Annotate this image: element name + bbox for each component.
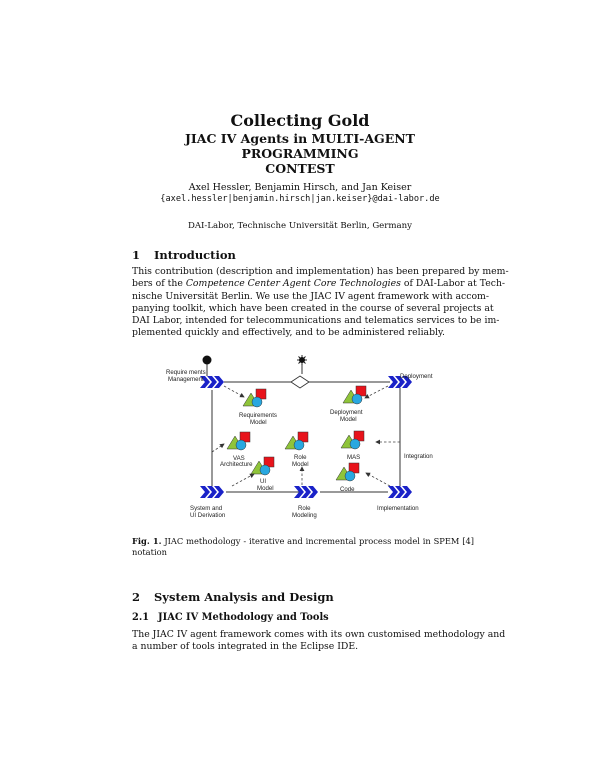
section-title: System Analysis and Design: [154, 590, 334, 604]
svg-text:UI Derivation: UI Derivation: [190, 512, 225, 519]
svg-text:Role: Role: [298, 505, 311, 512]
affiliation: DAI-Labor, Technische Universität Berlin…: [187, 221, 413, 231]
figure-caption: Fig. 1. JIAC methodology - iterative and…: [132, 536, 474, 557]
section-heading-introduction: 1 Introduction: [132, 248, 236, 262]
svg-text:Requirements: Requirements: [239, 412, 277, 419]
caption-line: notation: [132, 546, 167, 557]
decision-diamond: [290, 375, 310, 389]
svg-text:Modeling: Modeling: [292, 512, 317, 519]
end-node: [297, 355, 307, 365]
svg-text:UI: UI: [260, 478, 266, 485]
subtitle-line-2: CONTEST: [265, 161, 335, 176]
svg-text:Model: Model: [340, 416, 357, 423]
svg-text:Architecture: Architecture: [220, 461, 253, 468]
svg-text:Role: Role: [294, 454, 307, 461]
paper-subtitle: JIAC IV Agents in MULTI-AGENT PROGRAMMIN…: [150, 131, 450, 176]
figure-label: Fig. 1.: [132, 536, 162, 546]
emphasis-text: Competence Center Agent Core Technologie…: [185, 278, 401, 290]
subtitle-line-1: JIAC IV Agents in MULTI-AGENT PROGRAMMIN…: [185, 131, 415, 161]
requirements-management-chevron: [200, 376, 224, 388]
subsection-heading-methodology: 2.1 JIAC IV Methodology and Tools: [132, 612, 329, 623]
start-node: [202, 355, 212, 365]
caption-line: Fig. 1. JIAC methodology - iterative and…: [132, 536, 474, 546]
text-line: The JIAC IV agent framework comes with i…: [132, 629, 506, 640]
text-line: DAI Labor, intended for telecommunicatio…: [132, 315, 500, 327]
role-model-artifact: [284, 431, 309, 451]
svg-text:VAS: VAS: [233, 455, 245, 462]
section-number: 1: [132, 248, 141, 262]
svg-text:Integration: Integration: [404, 453, 433, 460]
section-heading-system-analysis: 2 System Analysis and Design: [132, 590, 334, 604]
svg-text:Deployment: Deployment: [400, 373, 433, 380]
deployment-model-artifact: [342, 385, 367, 405]
svg-text:Model: Model: [250, 419, 267, 426]
section-title: Introduction: [154, 248, 236, 262]
author-emails: {axel.hessler|benjamin.hirsch|jan.keiser…: [160, 194, 440, 204]
requirements-model-artifact: [242, 388, 267, 408]
implementation-chevron: [388, 486, 412, 498]
mas-artifact: [340, 430, 365, 450]
vas-architecture-artifact: [226, 431, 251, 451]
text-line: plemented quickly and effectively, and t…: [132, 327, 445, 339]
ui-model-artifact: [250, 456, 275, 476]
system-ui-derivation-chevron: [200, 486, 224, 498]
svg-text:MAS: MAS: [347, 454, 360, 461]
svg-text:Code: Code: [340, 486, 355, 493]
svg-text:Management: Management: [168, 376, 204, 383]
subsection-number: 2.1: [132, 612, 150, 623]
text-line: panying toolkit, which have been created…: [132, 302, 494, 314]
subsection-title: JIAC IV Methodology and Tools: [158, 612, 329, 623]
svg-text:Model: Model: [292, 461, 309, 468]
svg-text:Implementation: Implementation: [377, 505, 419, 512]
svg-text:Deployment: Deployment: [330, 409, 363, 416]
svg-text:Require ments: Require ments: [166, 369, 206, 376]
svg-text:Model: Model: [257, 485, 274, 492]
section-number: 2: [132, 590, 141, 604]
svg-text:System and: System and: [190, 505, 222, 512]
author-list: Axel Hessler, Benjamin Hirsch, and Jan K…: [188, 182, 412, 193]
text-line: nische Universität Berlin. We use the JI…: [132, 290, 490, 302]
code-artifact: [335, 462, 360, 482]
paper-title: Collecting Gold: [230, 111, 370, 130]
methodology-diagram: Require ments Management Deployment Inte…: [160, 352, 460, 530]
text-line: a number of tools integrated in the Ecli…: [132, 641, 359, 653]
text-line: This contribution (description and imple…: [132, 266, 509, 277]
text-line: bers of the Competence Center Agent Core…: [132, 278, 506, 290]
methodology-paragraph: The JIAC IV agent framework comes with i…: [132, 629, 506, 654]
intro-paragraph: This contribution (description and imple…: [132, 266, 509, 340]
